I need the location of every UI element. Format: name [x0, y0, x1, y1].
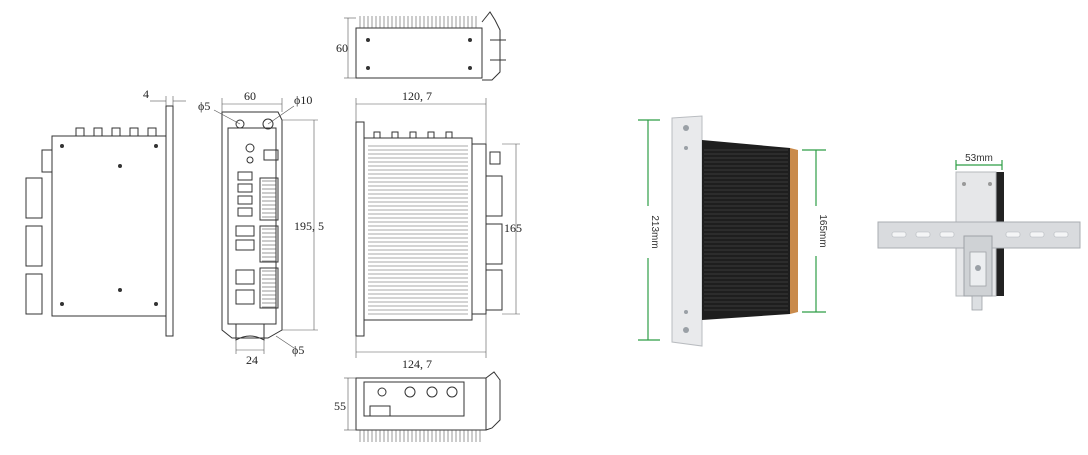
wall-mount-product-photo: 213mm 165mm [638, 115, 828, 347]
top-view-height-label: 60 [336, 41, 348, 55]
side-height-label: 165 [504, 221, 522, 235]
top-view: 60 [336, 11, 506, 81]
top-width-label: 120, 7 [402, 89, 432, 103]
unit-depth-label: 165mm [817, 214, 828, 247]
bottom-view-height-label: 55 [334, 399, 346, 413]
din-rail-product-photo: 53mm [877, 153, 1081, 311]
front-view: 60 ϕ5 ϕ10 195, 5 24 ϕ5 [198, 89, 324, 367]
left-view: 4 [25, 87, 186, 337]
flange-thickness-label: 4 [143, 87, 149, 101]
bottom-width-label: 124, 7 [402, 357, 432, 371]
front-width-label: 60 [244, 89, 256, 103]
right-hole-diameter-label: ϕ10 [294, 93, 312, 107]
rail-width-label: 53mm [965, 153, 993, 164]
tab-width-label: 24 [246, 353, 258, 367]
unit-height-label: 213mm [649, 215, 660, 248]
front-height-label: 195, 5 [294, 219, 324, 233]
left-hole-diameter-label: ϕ5 [198, 99, 210, 113]
bottom-view: 55 [334, 371, 501, 442]
bottom-hole-diameter-label: ϕ5 [292, 343, 304, 357]
side-view: 120, 7 124, 7 165 [355, 89, 522, 371]
